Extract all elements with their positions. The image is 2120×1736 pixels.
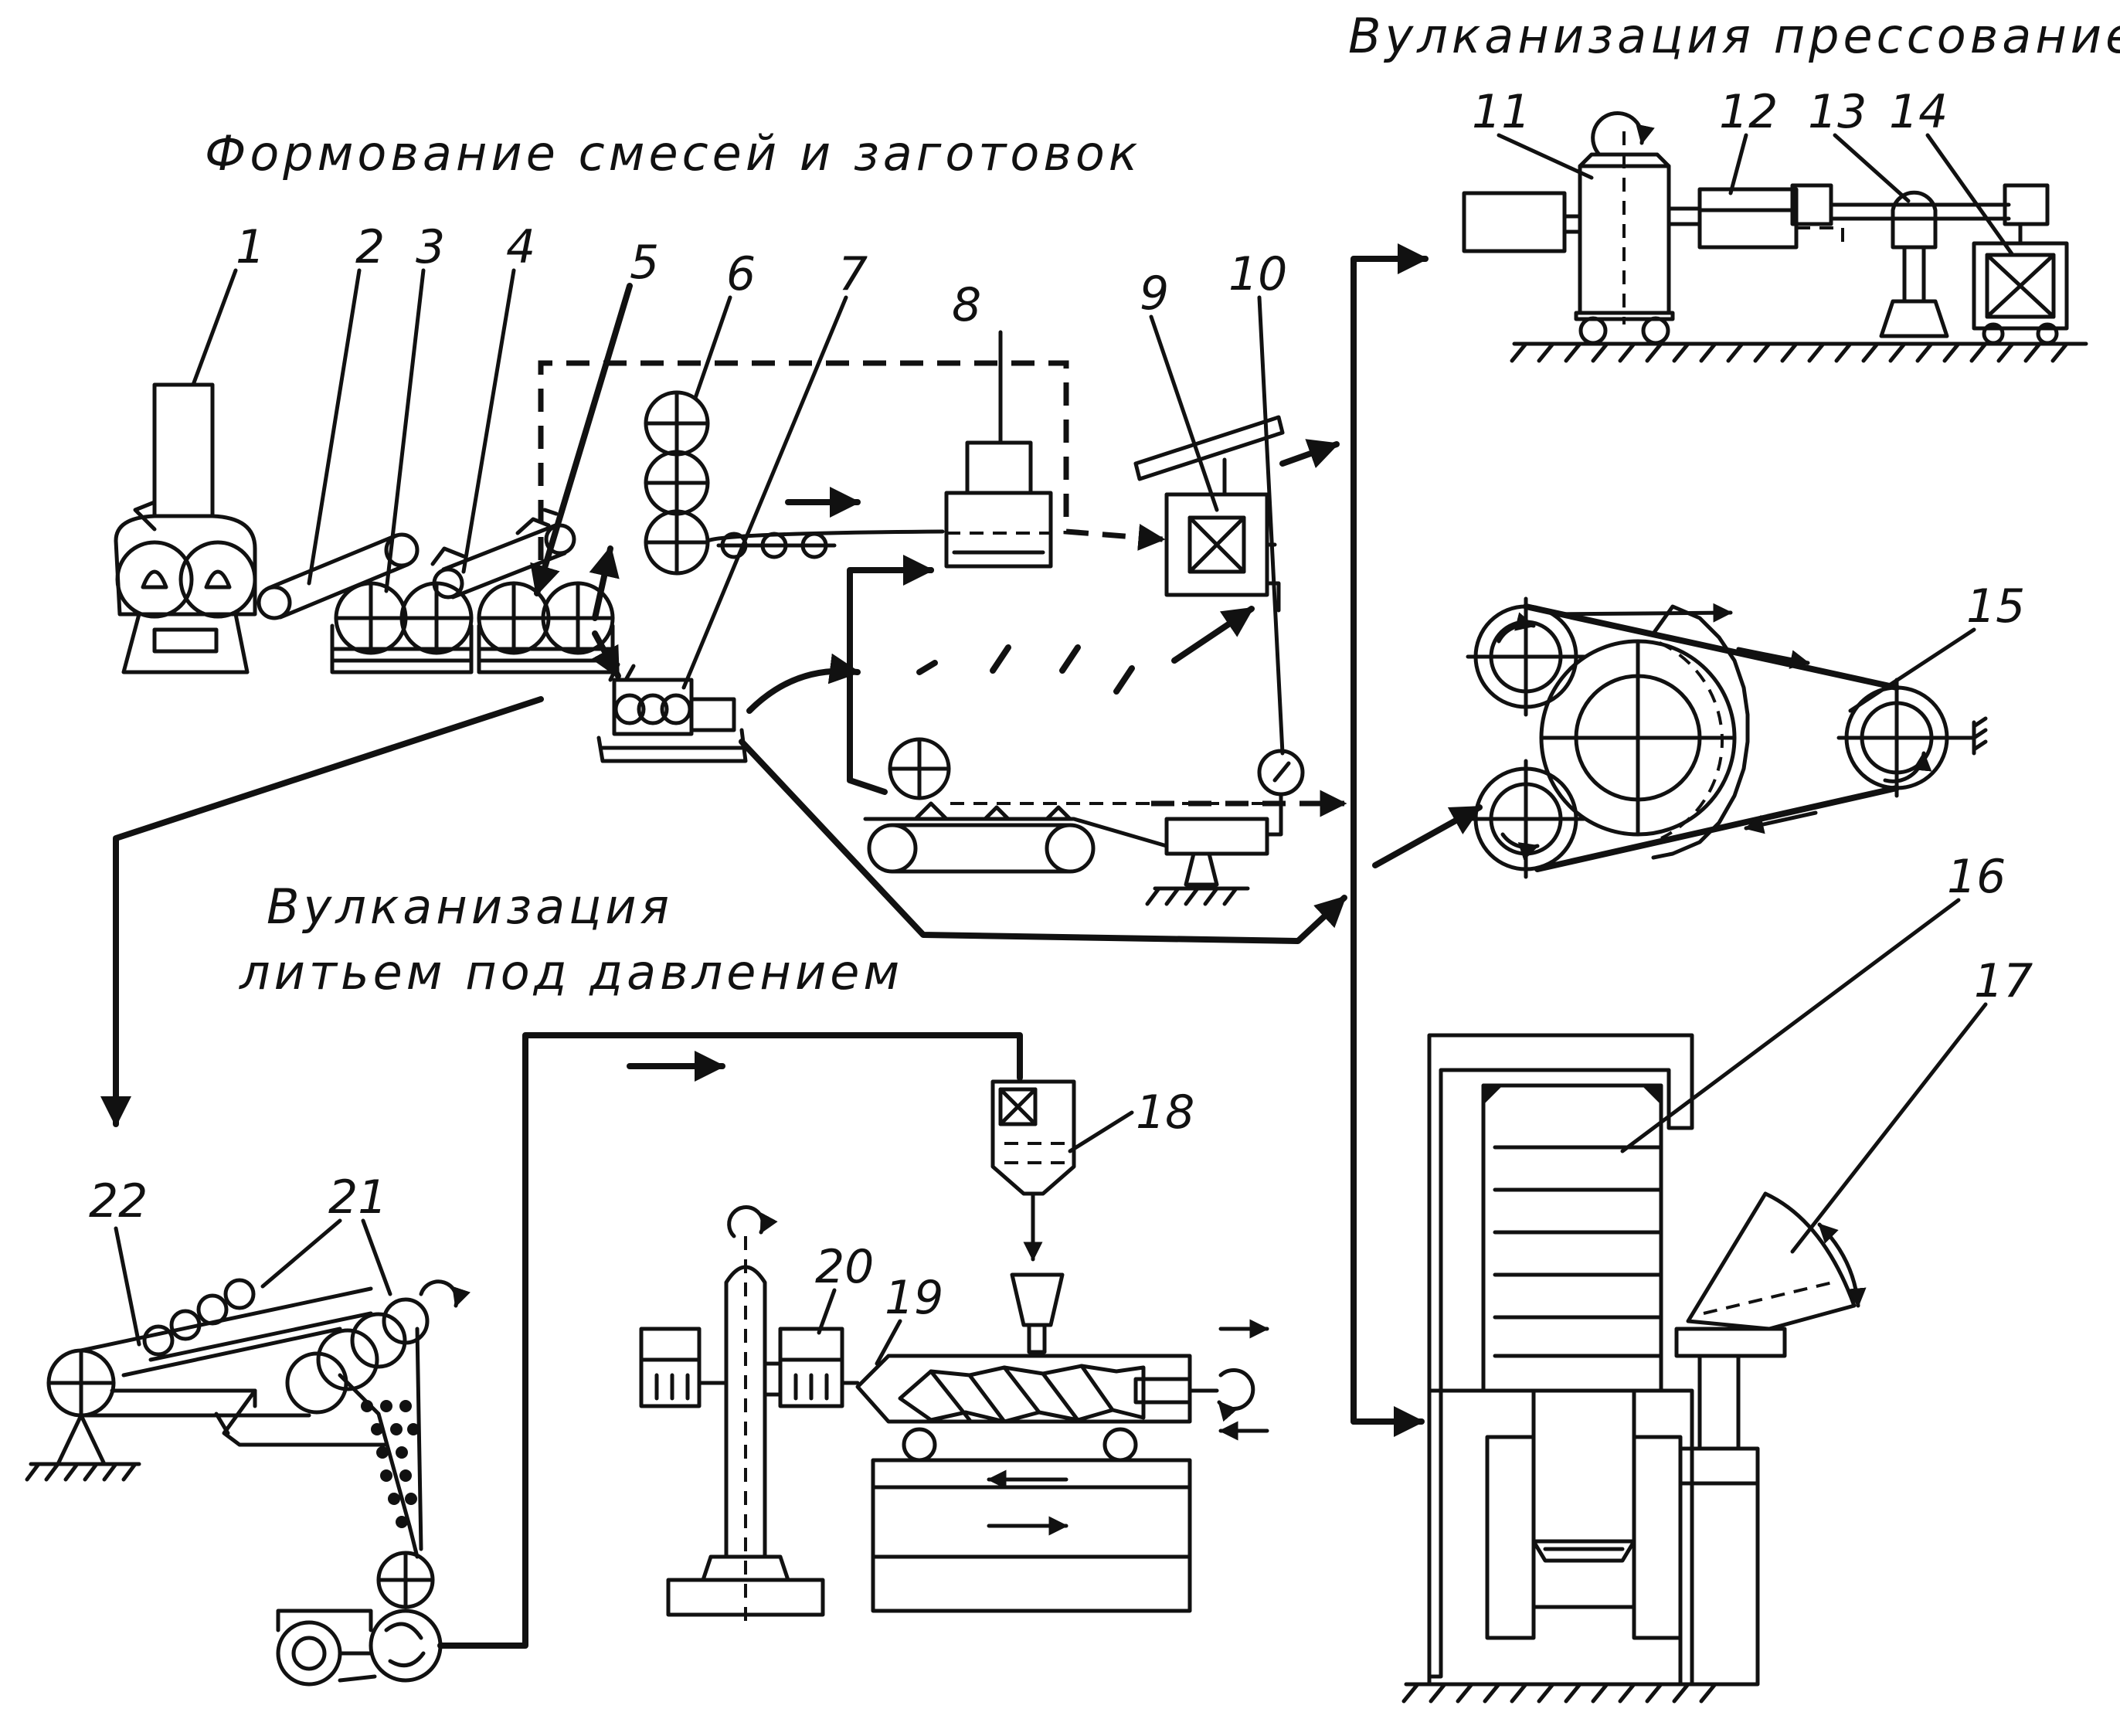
callouts: 1 2 3 4 5 6 7 8 9 10 11 12 13 14 15 16 1…	[89, 85, 2033, 1366]
equipment-2-conveyor	[257, 532, 420, 620]
equipment-16-platen-press	[1401, 1033, 1717, 1704]
caption-press-vulcanization: Вулканизация прессованием	[1348, 8, 2120, 64]
equipment-column-press	[639, 1205, 825, 1630]
callout-14: 14	[1889, 85, 1948, 139]
forming-flow-lines	[100, 360, 1347, 1127]
callout-15: 15	[1966, 579, 2025, 634]
distribution-line	[1350, 243, 1429, 1437]
callout-12: 12	[1719, 85, 1778, 139]
equipment-10-conveyor-with-gauge	[863, 737, 1305, 906]
callout-1: 1	[236, 220, 265, 274]
equipment-9-cutting-unit	[1133, 415, 1285, 613]
equipment-1-rubber-mixer	[114, 382, 257, 674]
equipment-5-mill	[477, 581, 615, 674]
callout-16: 16	[1947, 850, 2006, 904]
equipment-17-loader	[1674, 1191, 1867, 1687]
caption-injection-vulcanization-2: литьем под давлением	[239, 944, 903, 1000]
equipment-19-20-injection-machine	[763, 1272, 1269, 1613]
callout-17: 17	[1974, 954, 2033, 1008]
callout-4: 4	[506, 220, 535, 274]
equipment-3-mill	[330, 581, 474, 674]
equipment-21-22-granulation-line	[25, 1032, 1023, 1687]
callout-3: 3	[416, 220, 445, 274]
callout-18: 18	[1136, 1085, 1194, 1140]
callout-2: 2	[355, 220, 385, 274]
equipment-18-feed-hopper	[990, 1079, 1076, 1262]
callout-20: 20	[815, 1240, 874, 1294]
equipment-15-rotary-vulcanizer	[1372, 596, 1988, 879]
equipment-6-calender	[644, 390, 945, 576]
equipment-8-cooling-unit	[944, 440, 1053, 569]
callout-21: 21	[328, 1170, 387, 1225]
callout-13: 13	[1808, 85, 1867, 139]
caption-forming: Формование смесей и заготовок	[205, 125, 1141, 182]
callout-6: 6	[726, 247, 756, 301]
callout-11: 11	[1472, 85, 1531, 139]
callout-9: 9	[1140, 267, 1169, 321]
equipment-11-14-press-line	[1462, 110, 2088, 363]
callout-7: 7	[838, 247, 868, 301]
callout-8: 8	[952, 278, 981, 332]
callout-10: 10	[1228, 247, 1287, 301]
callout-5: 5	[630, 236, 659, 290]
caption-injection-vulcanization-1: Вулканизация	[267, 878, 673, 935]
callout-22: 22	[89, 1174, 148, 1228]
callout-19: 19	[885, 1271, 943, 1325]
equipment-7-extruder	[596, 662, 748, 763]
